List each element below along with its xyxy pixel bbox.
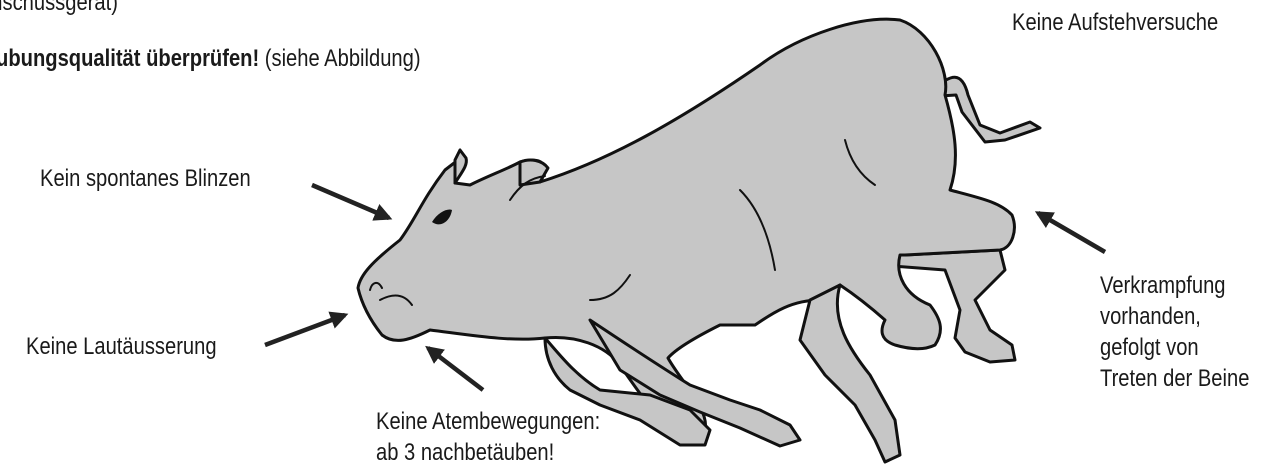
label-laut: Keine Lautäusserung xyxy=(26,332,217,362)
label-atem-line-2: ab 3 nachbetäuben! xyxy=(376,437,600,468)
label-krampf-line-1: Verkrampfung xyxy=(1100,270,1249,301)
arrow-icon xyxy=(1038,213,1105,252)
label-krampf: Verkrampfung vorhanden, gefolgt von Tret… xyxy=(1100,270,1249,394)
label-aufstehen: Keine Aufstehversuche xyxy=(1012,8,1218,38)
label-atem: Keine Atembewegungen:ab 3 nachbetäuben! xyxy=(376,406,600,468)
arrow-icon xyxy=(312,185,389,218)
label-blinzen: Kein spontanes Blinzen xyxy=(40,164,251,194)
cow-illustration xyxy=(358,19,1040,462)
label-krampf-line-3: gefolgt von xyxy=(1100,332,1249,363)
label-krampf-line-4: Treten der Beine xyxy=(1100,363,1249,394)
arrow-icon xyxy=(265,315,345,345)
label-atem-line-1: Keine Atembewegungen: xyxy=(376,406,600,437)
label-krampf-line-2: vorhanden, xyxy=(1100,301,1249,332)
arrow-icon xyxy=(428,348,483,390)
